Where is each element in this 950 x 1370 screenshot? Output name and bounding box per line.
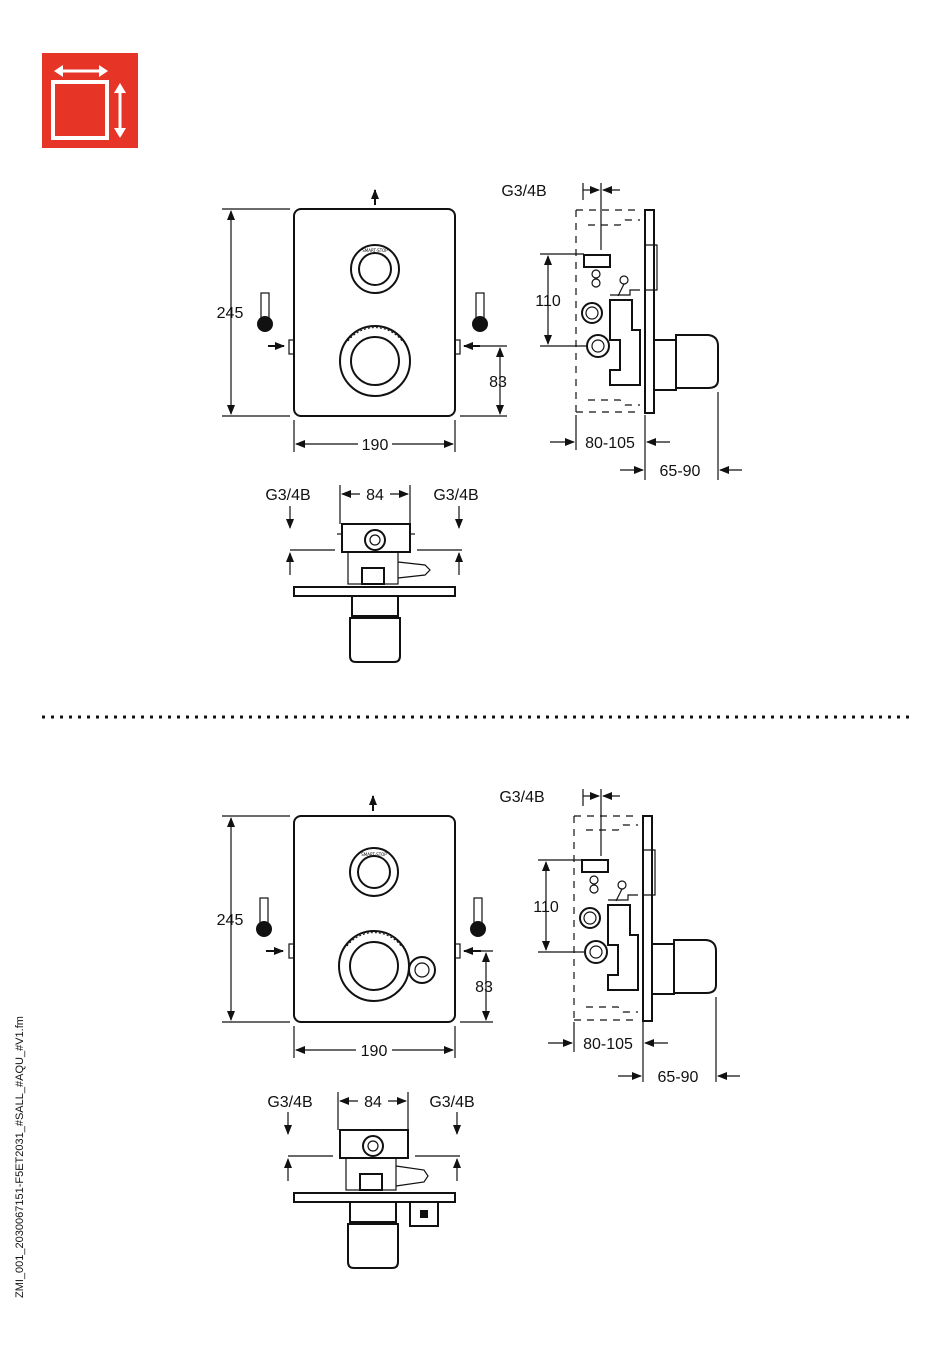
projection-label: 65-90: [658, 1069, 699, 1086]
height-label: 245: [217, 305, 244, 322]
thermometer-hot-icon: [256, 898, 272, 937]
thermometer-cold-icon: [470, 898, 486, 937]
projection-label: 65-90: [660, 463, 701, 480]
bottom-view-top: G3/4B 84 G3/4B: [265, 485, 478, 662]
dimensions-icon: [42, 53, 138, 148]
bottom-view-bottom: G3/4B 84 G3/4B: [267, 1092, 474, 1268]
offset-label: 83: [475, 979, 493, 996]
right-connection-label: G3/4B: [429, 1094, 474, 1111]
left-connection-label: G3/4B: [267, 1094, 312, 1111]
width-label: 190: [361, 1043, 388, 1060]
height-label: 245: [217, 912, 244, 929]
side-view-bottom: G3/4B 110 80-105 65-90: [499, 789, 740, 1086]
thermometer-cold-icon: [472, 293, 488, 332]
side-view-top: G3/4B 110 80-105 65-90: [501, 183, 742, 480]
document-id: ZMI_001_2030067151-F5ET2031_#SALL_#AQU_#…: [2, 990, 16, 1300]
offset-label: 83: [489, 374, 507, 391]
depth-label: 80-105: [585, 435, 635, 452]
thermometer-hot-icon: [257, 293, 273, 332]
front-view-bottom: SMART·STOP 245 190 83: [217, 796, 493, 1060]
center-distance-label: 84: [364, 1094, 382, 1111]
document-id-text: ZMI_001_2030067151-F5ET2031_#SALL_#AQU_#…: [14, 1016, 26, 1298]
depth-label: 80-105: [583, 1036, 633, 1053]
width-label: 190: [362, 437, 389, 454]
connection-label: G3/4B: [501, 183, 546, 200]
spacing-label: 110: [533, 899, 559, 916]
front-view-top: SMART·STOP 245 190 8: [217, 190, 507, 454]
center-distance-label: 84: [366, 487, 384, 504]
svg-text:SMART·STOP: SMART·STOP: [361, 852, 387, 857]
spacing-label: 110: [535, 293, 561, 310]
connection-label: G3/4B: [499, 789, 544, 806]
right-connection-label: G3/4B: [433, 487, 478, 504]
left-connection-label: G3/4B: [265, 487, 310, 504]
svg-text:SMART·STOP: SMART·STOP: [362, 248, 388, 253]
